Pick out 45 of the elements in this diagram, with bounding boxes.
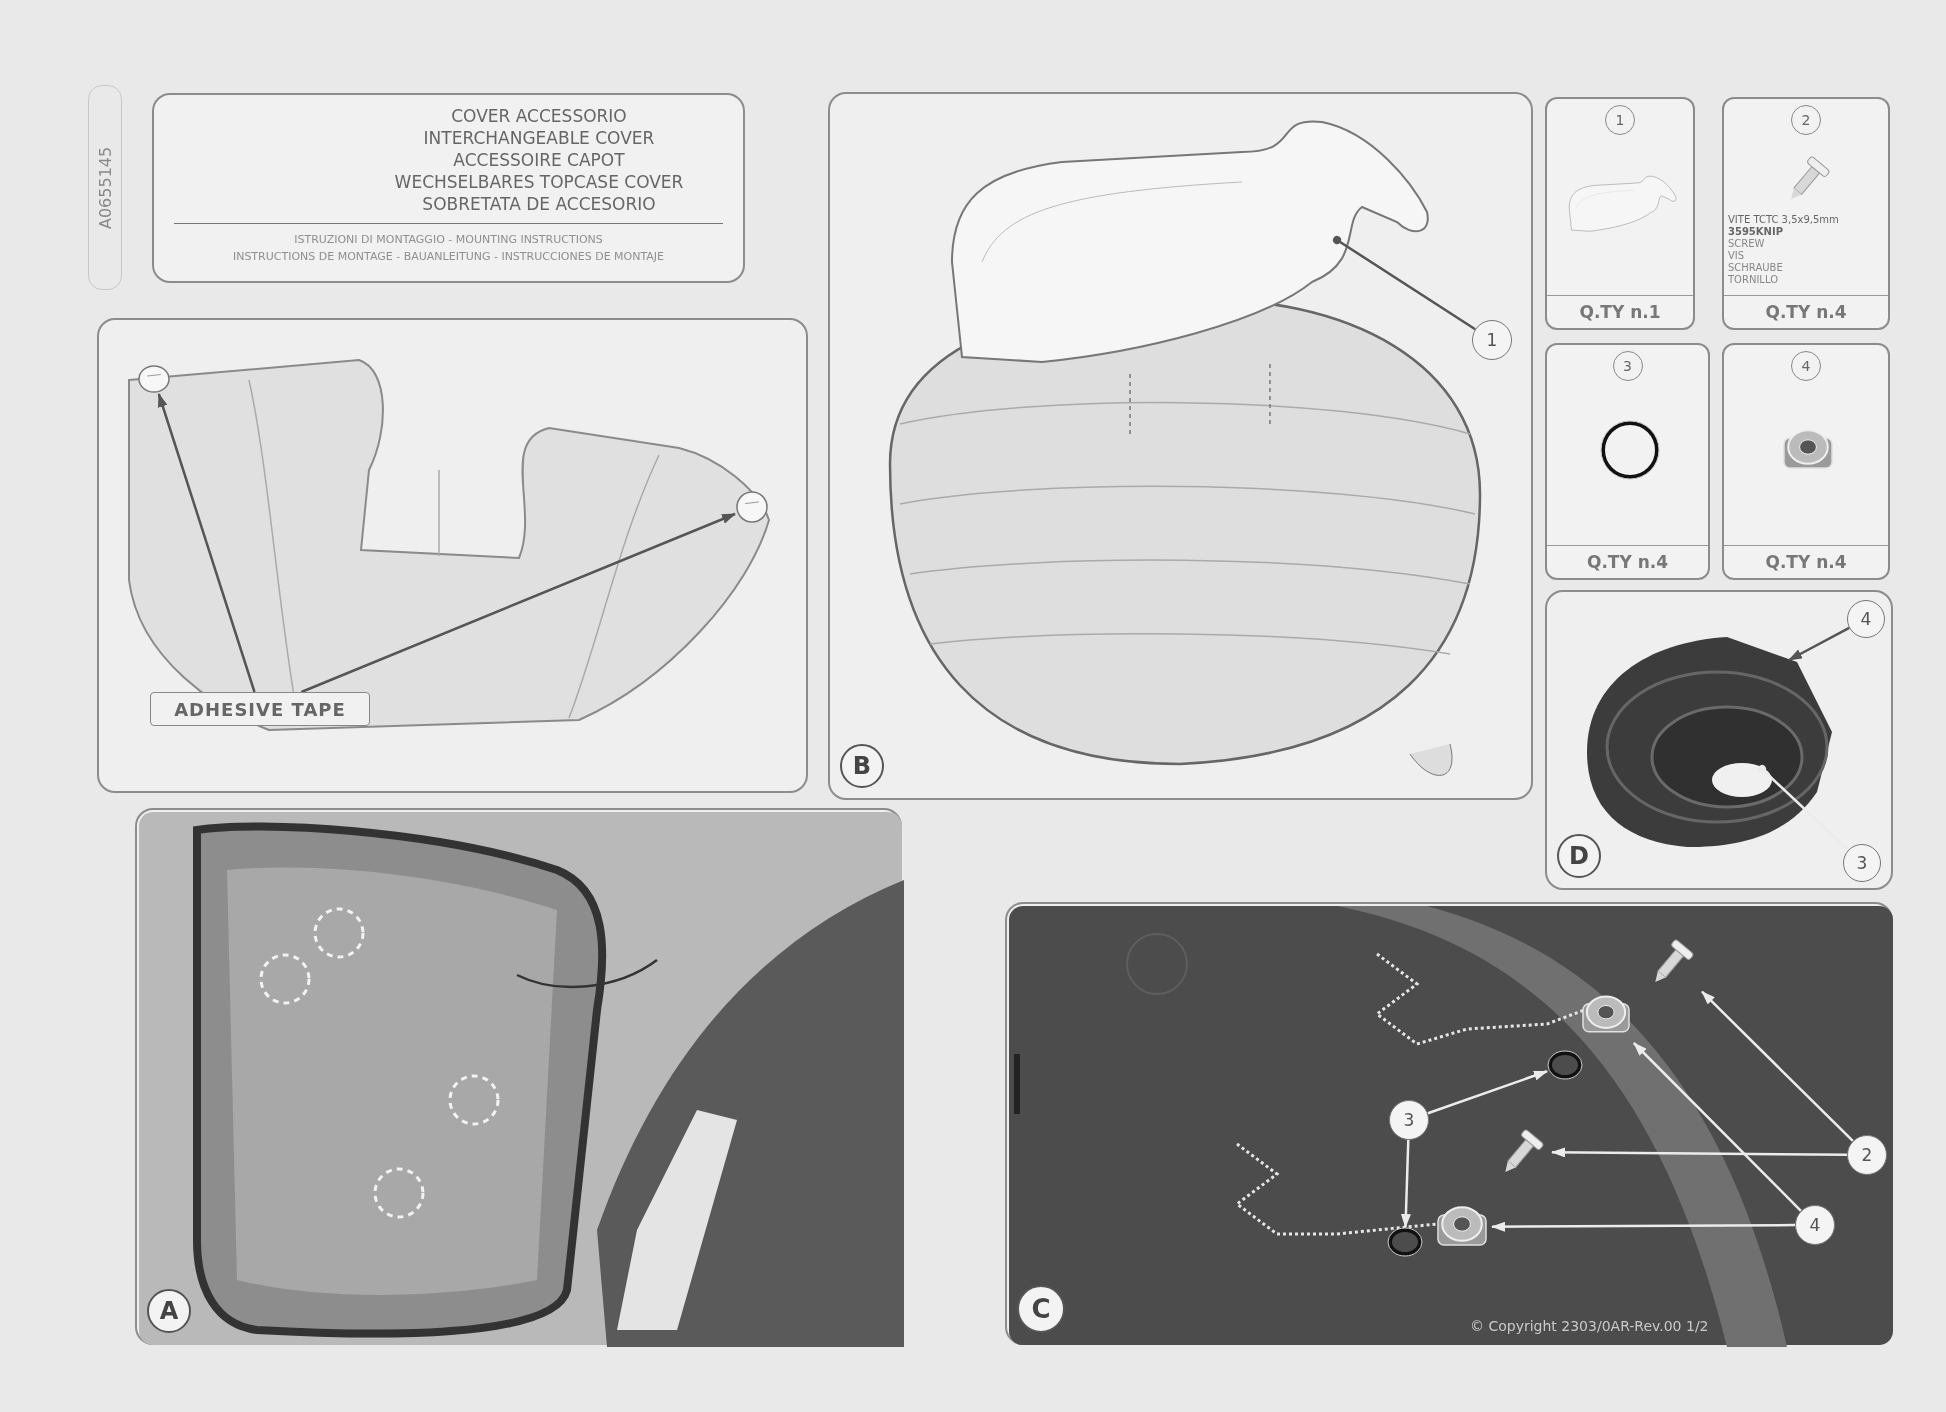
heading-text: SOBRETATA DE ACCESORIO (421, 193, 657, 215)
part-description: SCHRAUBE (1728, 262, 1784, 274)
leader-line (1701, 990, 1854, 1142)
heading-text: INTERCHANGEABLE COVER (422, 127, 656, 149)
quantity-text: Q.TY n.1 (1579, 302, 1661, 322)
ring-icon (1387, 1227, 1423, 1257)
part-card (1722, 343, 1890, 580)
part-description: SCREW (1728, 238, 1766, 250)
tape-spot-drawing (137, 364, 171, 394)
callout-label: ADHESIVE TAPE (150, 692, 370, 726)
document-code: A0655145 (88, 85, 122, 290)
part-card (1722, 97, 1890, 330)
quantity-text: Q.TY n.4 (1586, 552, 1669, 572)
callout-number: 4 (1847, 600, 1885, 638)
leader-line (1633, 1042, 1802, 1212)
part-description: VITE TCTC 3,5x9,5mm (1728, 214, 1840, 226)
heading-text: COVER ACCESSORIO (450, 105, 628, 127)
leader-line (1427, 1070, 1548, 1115)
part-description: TORNILLO (1728, 274, 1779, 286)
copyright-text: © Copyright 2303/0AR-Rev.00 1/2 (1470, 1318, 1709, 1334)
part-card (1545, 343, 1710, 580)
part-card (1545, 97, 1695, 330)
tape-spot-drawing (735, 490, 769, 524)
panel-letter: B (840, 744, 884, 788)
heading-text: WECHSELBARES TOPCASE COVER (393, 171, 685, 193)
leader-line (300, 512, 736, 694)
ring-icon (1547, 1050, 1583, 1080)
callout-number: 3 (1843, 844, 1881, 882)
leader-line (157, 393, 256, 693)
instruction-panel (1545, 590, 1893, 890)
quantity-text: Q.TY n.4 (1765, 552, 1847, 572)
quantity-text: Q.TY n.4 (1765, 302, 1847, 322)
subtitle-text: INSTRUCTIONS DE MONTAGE - BAUANLEITUNG - INSTRUCCIONES DE MONTAJE (231, 249, 666, 265)
leader-line (1400, 1139, 1411, 1228)
part-description: VIS (1728, 250, 1746, 262)
leader-line (1491, 1221, 1795, 1232)
callout-number: 1 (1472, 320, 1512, 360)
panel-letter: D (1557, 834, 1601, 878)
header-panel (152, 93, 745, 283)
leader-line (1551, 1147, 1847, 1158)
part-description: 3595KNIP (1728, 226, 1784, 238)
leader-line (1788, 626, 1850, 662)
leader-line (1332, 235, 1476, 331)
subtitle-text: ISTRUZIONI DI MONTAGGIO - MOUNTING INSTRUCTIONS (293, 232, 604, 248)
heading-text: ACCESSOIRE CAPOT (452, 149, 626, 171)
